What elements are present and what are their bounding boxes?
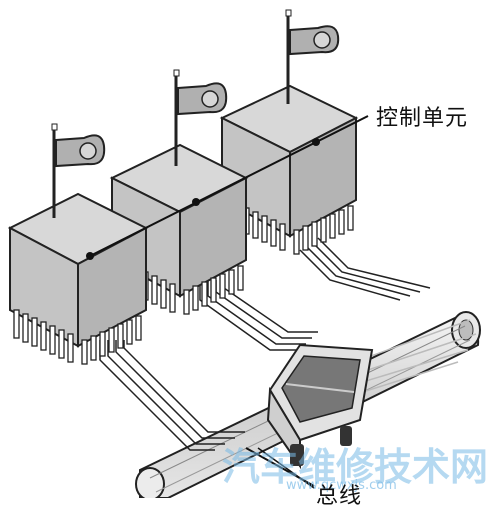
can-bus-diagram: 控制单元 汽车维修技术网 www.qcwxjs.com 总线	[7, 9, 489, 509]
bus-callout	[245, 447, 315, 489]
flag-icon	[51, 123, 106, 218]
control-unit-1	[7, 192, 149, 365]
watermark: 汽车维修技术网	[222, 445, 489, 489]
flag-icon	[173, 69, 228, 166]
bus-label: 总线	[316, 484, 363, 509]
control-unit-label: 控制单元	[376, 106, 469, 131]
diagram-canvas	[7, 9, 481, 498]
control-unit-3	[219, 84, 359, 255]
flag-icon	[285, 9, 340, 104]
watermark-url: www.qcwxjs.com	[286, 478, 397, 493]
bus-vehicle-icon	[266, 319, 477, 470]
control-unit-callout	[86, 115, 369, 260]
